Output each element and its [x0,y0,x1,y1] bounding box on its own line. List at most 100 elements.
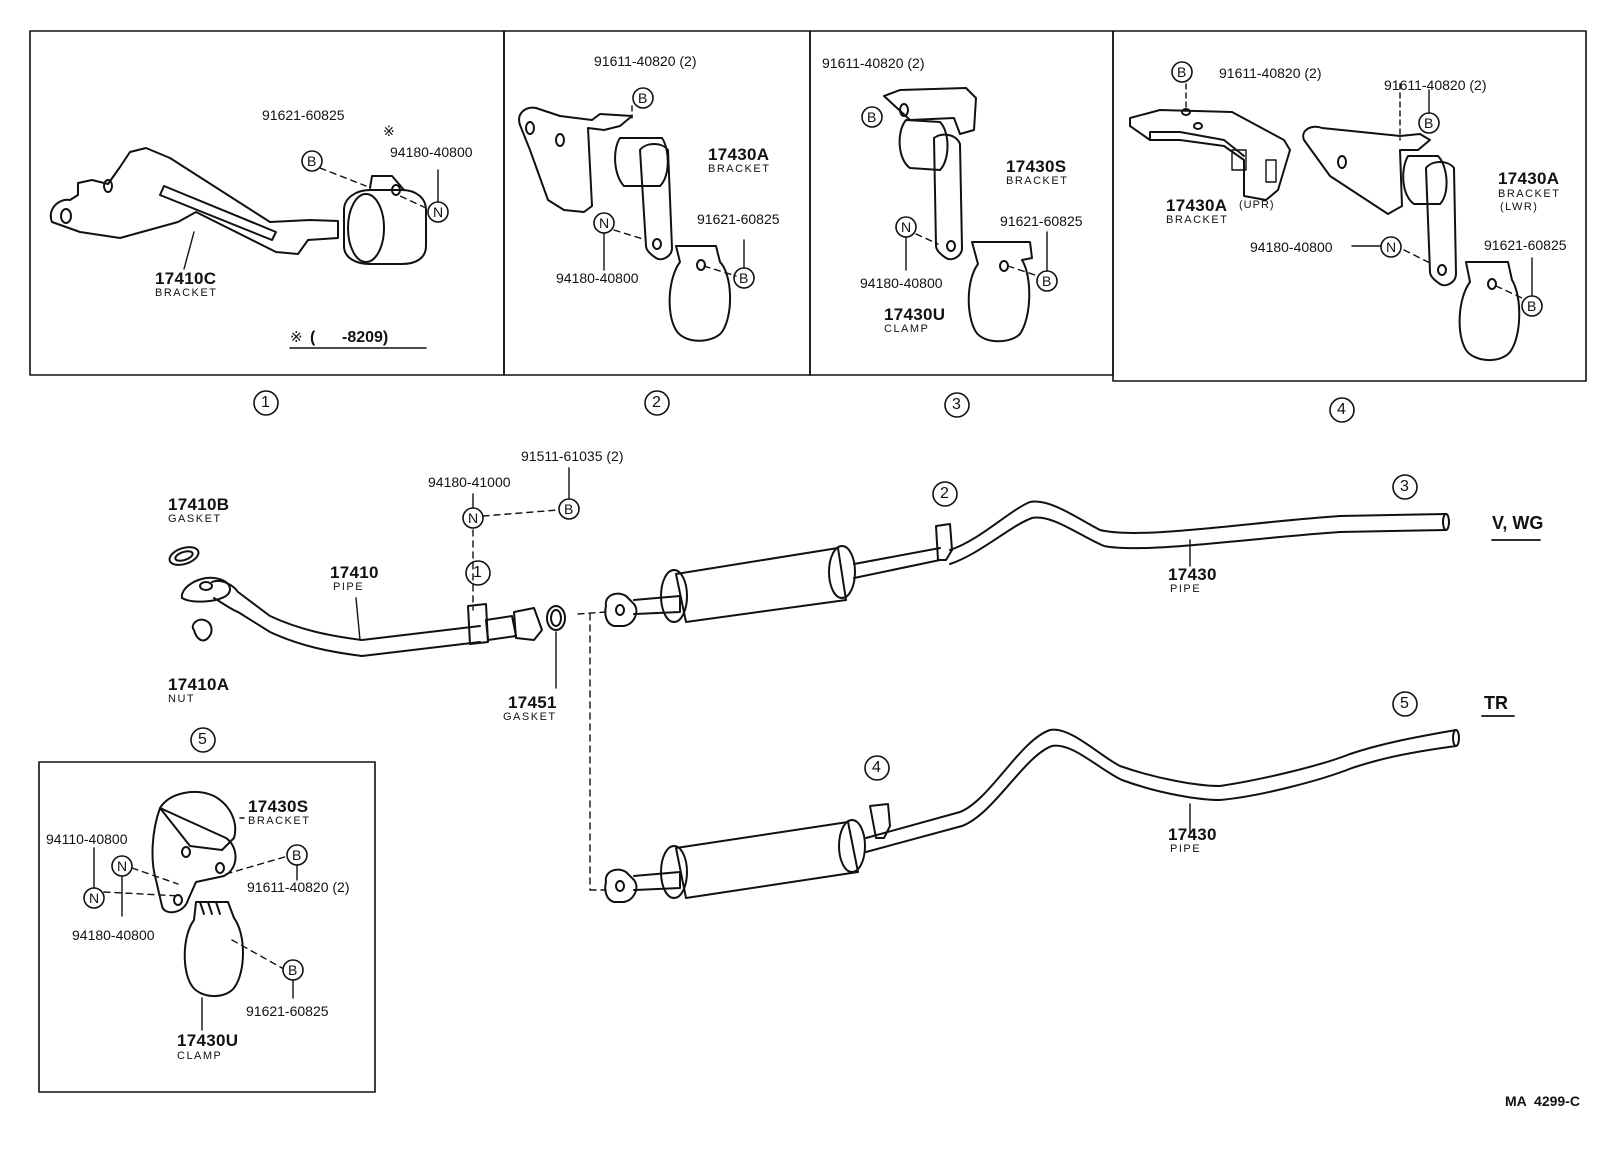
gasket-17451-name: GASKET [503,711,557,723]
callout-circle-3b [1392,474,1418,500]
callout-circle-4b [864,755,890,781]
callout-circle-5b [1392,691,1418,717]
detail-panels [29,30,1587,1093]
variant-tr: TR [1484,693,1508,713]
bracket-17410c-drawing [49,147,439,349]
pipe-17410-number: 17410 [330,563,379,582]
b-letter-p5-top: B [292,847,302,863]
p2-bracket-number: 17430A [708,145,770,164]
pipe-17430-vwg-name: PIPE [1170,583,1202,595]
pipe-17430-tr-number: 17430 [1168,825,1217,844]
b-letter-p4-clamp: B [1527,298,1537,314]
callout-4b: 4 [872,759,881,776]
p4-upr-name: BRACKET [1166,214,1229,226]
p3-bracket-number: 17430S [1006,157,1067,176]
bracket-17430a-upr-lwr-drawing [1129,83,1533,361]
callout-1: 1 [261,394,270,411]
front-pipe-assembly [168,467,607,891]
nut-94180-41000-label: 94180-41000 [428,474,511,490]
p4-bolt-upr-label: 91611-40820 (2) [1219,65,1322,81]
p1-note-symbol: ※ [290,329,303,346]
callout-5: 5 [198,731,207,748]
p1-nut-label: 94180-40800 [390,144,473,160]
p1-asterisk: ※ [383,123,395,139]
p5-bolt-clamp-label: 91621-60825 [246,1003,329,1019]
callout-1b: 1 [473,564,482,581]
n-letter-p2: N [599,215,610,231]
bracket-17430s-drawing-p5 [93,791,298,1031]
p5-nut-a-label: 94110-40800 [46,831,128,847]
p2-bolt-clamp-label: 91621-60825 [697,211,780,227]
b-letter-p4-upr: B [1177,64,1187,80]
n-letter-p5-b: N [117,858,128,874]
p1-note-text: ( -8209) [310,329,389,346]
p5-clamp-name: CLAMP [177,1050,223,1062]
b-letter-p4-lwr: B [1424,115,1434,131]
p5-bracket-number: 17430S [248,797,309,816]
b-letter-main: B [564,501,574,517]
detail-panel-2-frame [503,30,811,376]
b-letter-p2-clamp: B [739,270,749,286]
pipe-17410-name: PIPE [333,581,365,593]
p3-nut-label: 94180-40800 [860,275,943,291]
callout-circles [190,390,1418,781]
p3-bolt-top-label: 91611-40820 (2) [822,55,925,71]
callout-3: 3 [952,396,961,413]
p5-bolt-top-label: 91611-40820 (2) [247,879,350,895]
callout-circle-3 [944,392,970,418]
b-letter-p5-clamp: B [288,962,298,978]
p5-clamp-number: 17430U [177,1031,239,1050]
b-letter-p3-clamp: B [1042,273,1052,289]
p1-bolt-label: 91621-60825 [262,107,345,123]
n-letter-p1: N [433,204,444,220]
callout-3b: 3 [1400,478,1409,495]
fastener-markers [83,61,1543,981]
b-marker-p1 [301,150,323,172]
muffler-pipe-v-wg [604,500,1541,627]
gasket-17451-number: 17451 [508,693,557,712]
callout-circle-2 [644,390,670,416]
callout-circle-5 [190,727,216,753]
p3-bracket-name: BRACKET [1006,175,1069,187]
muffler-pipe-tr [604,715,1515,903]
detail-panel-4-frame [1112,30,1587,382]
callout-4: 4 [1337,401,1346,418]
gasket-17410b-number: 17410B [168,495,230,514]
bolt-91511-61035-label: 91511-61035 (2) [521,448,624,464]
b-letter-p3-top: B [867,109,877,125]
nut-17410a-number: 17410A [168,675,230,694]
callout-5b: 5 [1400,695,1409,712]
n-letter-p4: N [1386,239,1397,255]
p4-upr-number: 17430A [1166,196,1228,215]
callout-circle-1 [253,390,279,416]
p4-bolt-lwr-label: 91611-40820 (2) [1384,77,1487,93]
detail-panel-5-frame [38,761,376,1093]
nut-17410a-name: NUT [168,693,196,705]
b-marker-p4-upr [1171,61,1193,83]
p1-bracket-number: 17410C [155,269,217,288]
p2-bolt-top-label: 91611-40820 (2) [594,53,697,69]
p4-nut-label: 94180-40800 [1250,239,1333,255]
callout-circle-1b [465,560,491,586]
p5-bracket-name: BRACKET [248,815,311,827]
n-marker-p4 [1380,236,1402,258]
n-letter-main: N [468,510,479,526]
n-letter-p5-a: N [89,890,100,906]
callout-2: 2 [652,394,661,411]
bracket-17430s-drawing-p3 [883,87,1048,343]
callout-circle-2b [932,481,958,507]
b-letter-p2-top: B [638,90,648,106]
p3-bolt-clamp-label: 91621-60825 [1000,213,1083,229]
p4-upr-suffix: (UPR) [1239,199,1275,211]
pipe-17430-vwg-number: 17430 [1168,565,1217,584]
p4-lwr-name: BRACKET [1498,188,1561,200]
p4-lwr-suffix: (LWR) [1500,201,1539,213]
p2-nut-label: 94180-40800 [556,270,639,286]
p1-bracket-name: BRACKET [155,287,218,299]
p5-nut-b-label: 94180-40800 [72,927,155,943]
b-marker-p3-top [861,106,883,128]
p3-clamp-number: 17430U [884,305,946,324]
p4-lwr-number: 17430A [1498,169,1560,188]
p4-bolt-clamp-label: 91621-60825 [1484,237,1567,253]
